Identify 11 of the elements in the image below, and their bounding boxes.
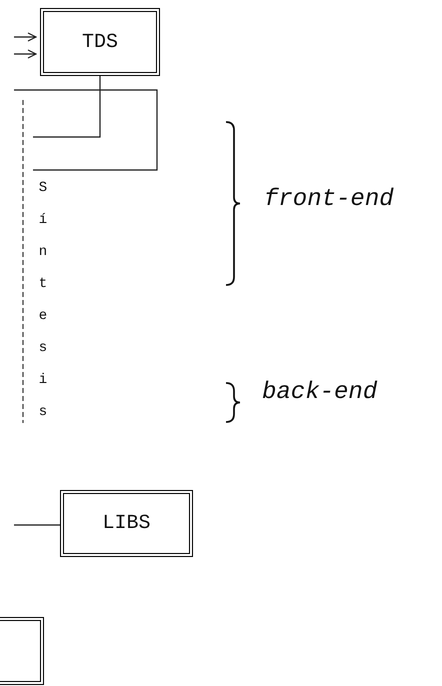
connector-line: [14, 524, 60, 526]
library-box: [60, 490, 193, 557]
box-label: LIBS: [102, 512, 150, 535]
arrow: [14, 32, 37, 42]
box-label: TDS: [82, 30, 118, 54]
system-box: [40, 8, 160, 76]
stage-label: front-end: [264, 186, 394, 213]
connector-line: [33, 76, 101, 138]
vertical-label: Síntesis: [38, 179, 48, 422]
stage-label: back-end: [262, 379, 378, 406]
arrow: [14, 49, 37, 59]
